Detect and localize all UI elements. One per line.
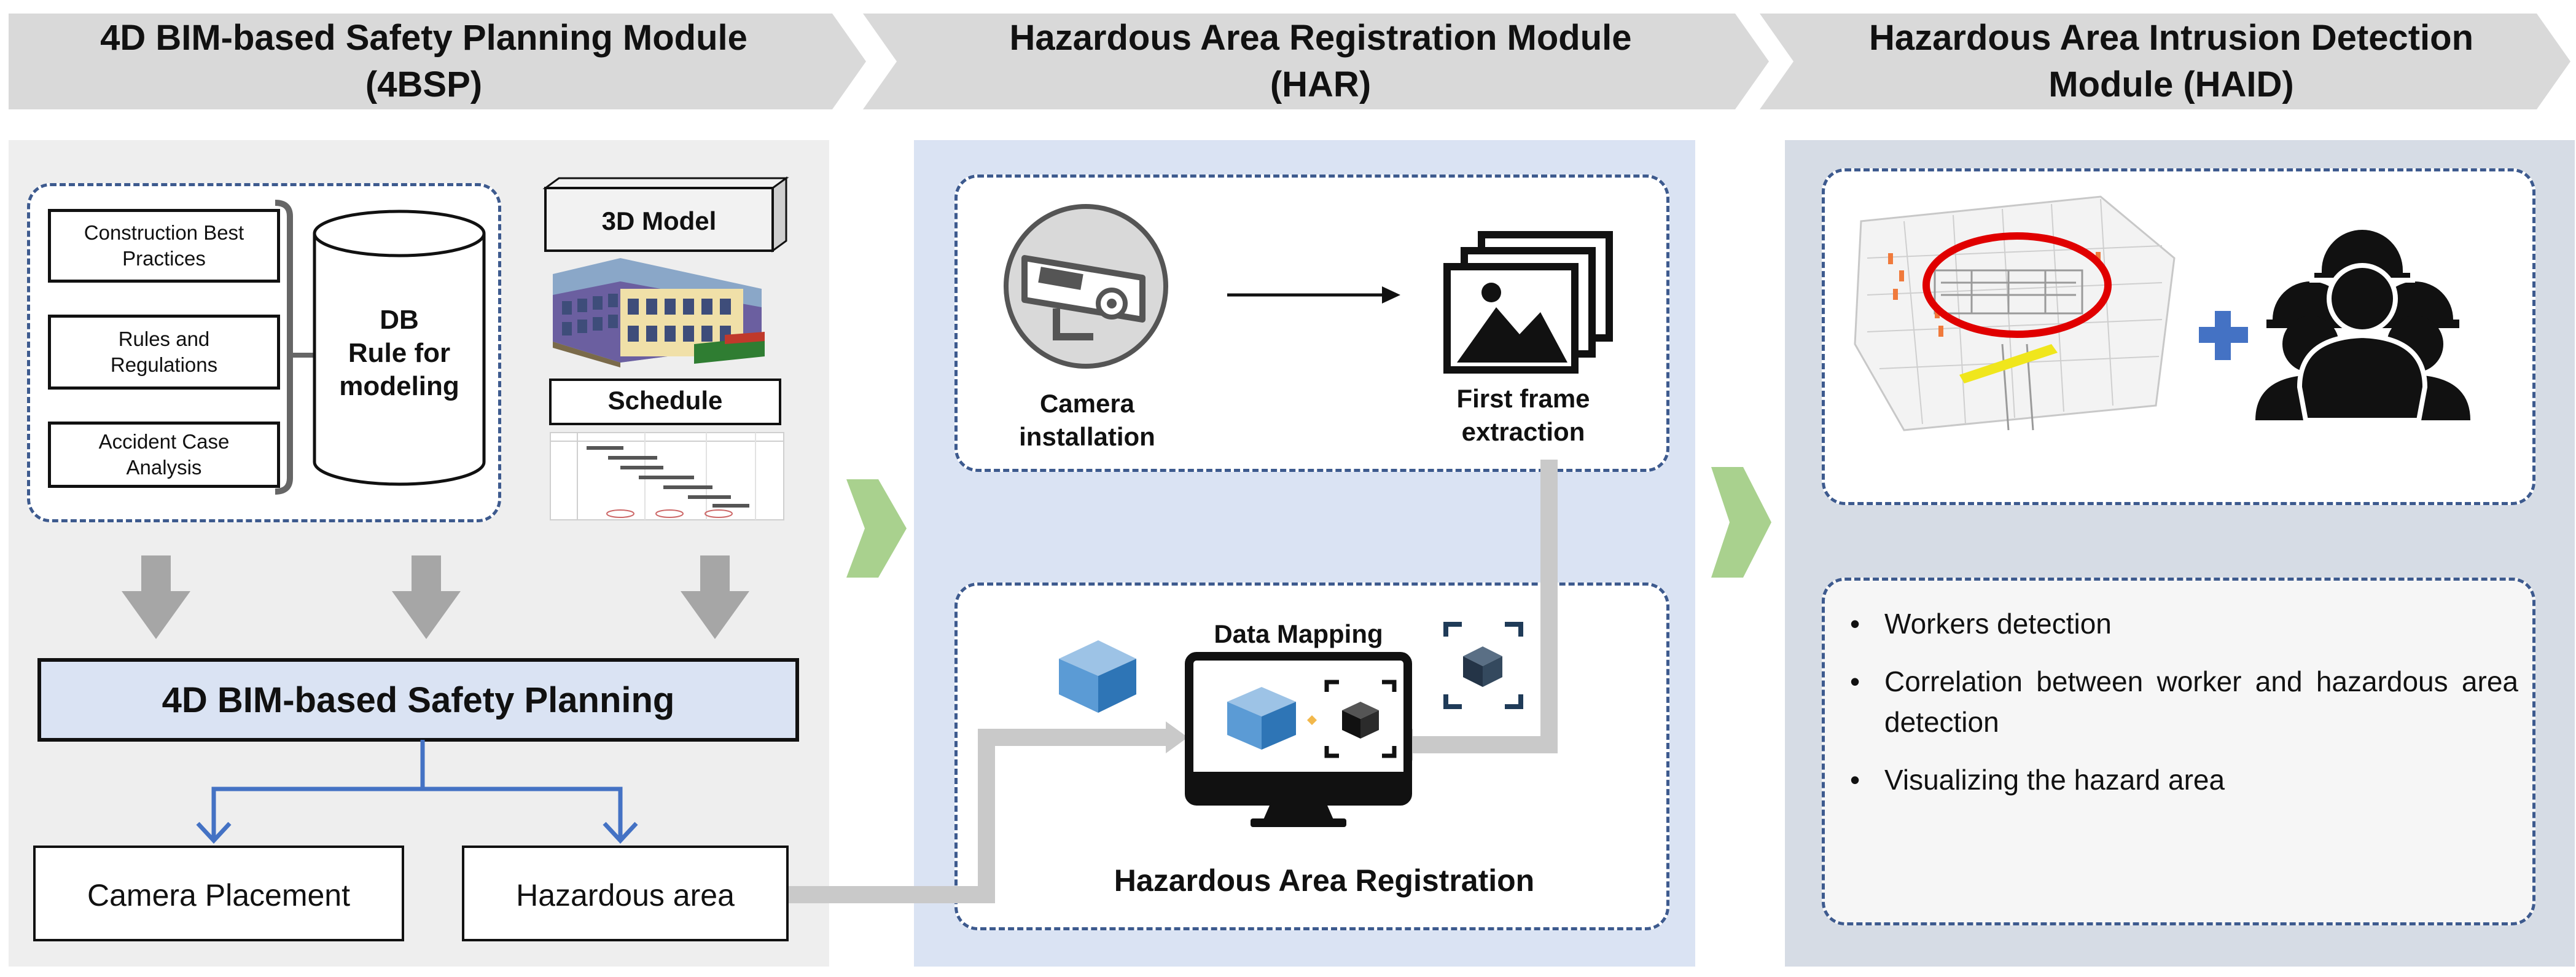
scanned-cube-icon [1443, 622, 1523, 709]
camera-to-frame-arrowhead [1382, 286, 1400, 304]
database-label: DB Rule for modeling [339, 305, 459, 401]
planning-branch-lines [211, 740, 623, 838]
down-arrow-right [681, 555, 749, 639]
haid-header-chevron [1760, 14, 2570, 109]
input-bracket [275, 200, 293, 495]
input-construction-best-practices: Construction Best Practices [48, 209, 280, 283]
bsp-header-chevron [9, 14, 866, 109]
flow-arrow-har-to-haid [1711, 467, 1771, 578]
workers-icon [2255, 225, 2470, 423]
haid-function-list: Workers detection Correlation between wo… [1836, 603, 2518, 817]
input-accident-case-analysis: Accident Case Analysis [48, 422, 280, 488]
hazard-to-mapping-connector [789, 729, 1168, 903]
bsp-module-title: 4D BIM-based Safety Planning Module (4BS… [100, 18, 747, 104]
monitor-icon [1185, 652, 1412, 827]
planning-label: 4D BIM-based Safety Planning [162, 680, 675, 720]
data-mapping-label: Data Mapping [1214, 619, 1383, 648]
first-frame-extraction-label: First frame extraction [1456, 384, 1590, 446]
har-header-chevron [863, 14, 1769, 109]
building-model-image [553, 258, 765, 367]
camera-placement-label: Camera Placement [87, 878, 350, 912]
har-module-title: Hazardous Area Registration Module (HAR) [1009, 18, 1632, 104]
image-frames-icon [1443, 231, 1613, 374]
down-arrow-middle [392, 555, 461, 639]
site-wireframe-image [1854, 195, 2176, 431]
down-arrow-left [122, 555, 190, 639]
database-icon [313, 210, 486, 486]
bullet-correlation: Correlation between worker and hazardous… [1836, 661, 2518, 742]
camera-placement-box [33, 846, 404, 941]
input-rules-and-regulations: Rules and Regulations [48, 315, 280, 390]
branch-arrowhead-right [603, 822, 638, 844]
planning-box [37, 658, 799, 742]
cctv-camera-icon [1004, 204, 1168, 369]
schedule-label: Schedule [607, 386, 723, 415]
branch-arrowhead-left [196, 822, 232, 844]
model-label-box [542, 176, 789, 253]
model-label: 3D Model [601, 206, 717, 235]
hazard-connector-arrowhead [1166, 721, 1188, 753]
gantt-schedule-image [550, 432, 784, 520]
bullet-workers-detection: Workers detection [1836, 603, 2518, 644]
flow-arrow-bsp-to-har [846, 479, 907, 578]
hazard-zone-ellipse [1922, 232, 2112, 338]
hazardous-area-registration-label: Hazardous Area Registration [1114, 863, 1535, 898]
schedule-label-box [549, 379, 781, 425]
hazardous-area-label: Hazardous area [516, 878, 735, 912]
frame-to-mapping-connector [1410, 460, 1558, 753]
haid-module-title: Hazardous Area Intrusion Detection Modul… [1868, 18, 2474, 104]
hazardous-area-box [462, 846, 789, 941]
plus-icon [2199, 311, 2248, 360]
bullet-visualizing: Visualizing the hazard area [1836, 759, 2518, 800]
bim-cube-icon [1059, 640, 1136, 713]
camera-installation-label: Camera installation [1019, 389, 1155, 451]
